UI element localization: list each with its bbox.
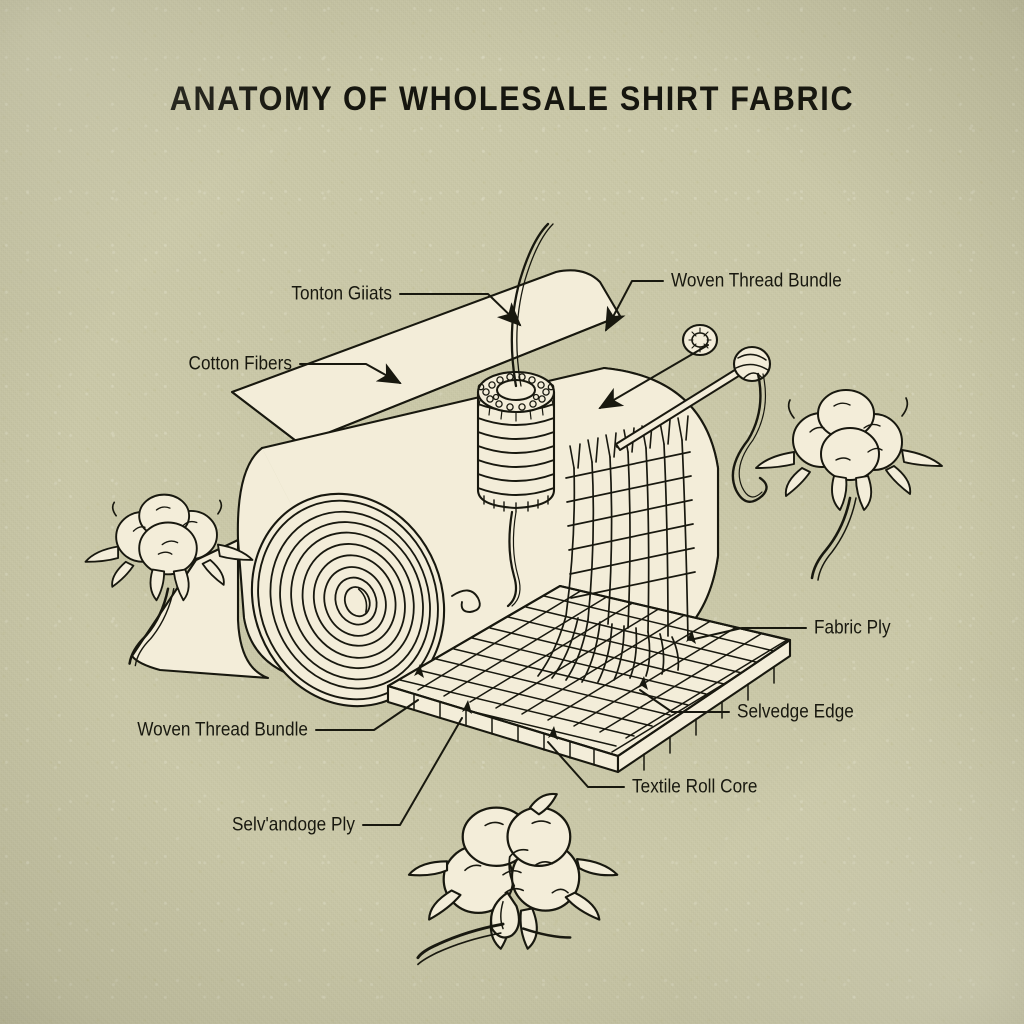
leader-woven-thread-bottom: [315, 699, 419, 731]
label-cotton-fibers: Cotton Fibers: [188, 352, 292, 375]
leader-selvendoge-ply: [362, 717, 463, 826]
label-woven-thread-bundle-bottom: Woven Thread Bundle: [137, 718, 308, 741]
woven-mesh-swatch: [537, 415, 696, 683]
cotton-boll-right: [755, 389, 943, 581]
grid-slab: [386, 584, 792, 774]
label-selvendoge-ply: Selv'andoge Ply: [231, 813, 355, 836]
thread-curl: [731, 345, 772, 503]
label-selvedge-edge: Selvedge Edge: [737, 700, 854, 723]
roll-spiral-end: [250, 492, 446, 708]
slab-markers: [414, 630, 696, 740]
cotton-boll-bottom: [407, 792, 619, 966]
leader-selvedge-edge: [639, 689, 730, 713]
leader-spool-pointer: [598, 344, 709, 410]
page-title: ANATOMY OF WHOLESALE SHIRT FABRIC: [169, 80, 855, 118]
label-textile-roll-core: Textile Roll Core: [632, 775, 758, 798]
label-woven-thread-bundle-top: Woven Thread Bundle: [671, 269, 842, 292]
draped-fabric-sheet: [230, 269, 622, 446]
leader-textile-roll-core: [547, 741, 625, 788]
thread-spool: [476, 222, 556, 608]
label-fabric-ply: Fabric Ply: [814, 616, 891, 639]
label-cotton-giiats: Tonton Giiats: [291, 282, 392, 305]
leader-cotton-giiats: [399, 293, 522, 327]
leader-woven-thread-top: [605, 280, 664, 332]
cotton-boll-left: [84, 493, 254, 667]
leader-fabric-ply: [689, 627, 807, 641]
leader-cotton-fibers: [299, 363, 402, 384]
leader-lines: [299, 280, 807, 826]
thread-curl-small: [451, 589, 481, 613]
